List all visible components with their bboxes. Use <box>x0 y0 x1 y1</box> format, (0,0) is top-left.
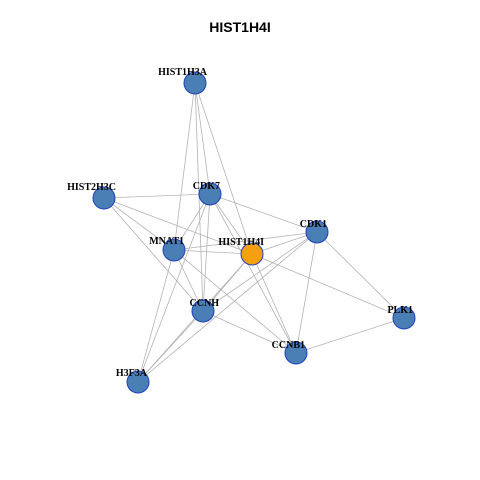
node-circle[interactable] <box>162 238 186 262</box>
edge-hist1h4i-plk1 <box>251 253 405 319</box>
node-hist2h3c[interactable]: HIST2H3C <box>67 182 116 210</box>
node-mnat1[interactable]: MNAT1 <box>149 236 186 262</box>
node-plk1[interactable]: PLK1 <box>387 305 416 330</box>
edge-cdk7-ccnb1 <box>209 193 297 354</box>
edge-cdk7-h3f3a <box>137 193 211 383</box>
node-ccnh[interactable]: CCNH <box>190 298 220 323</box>
node-circle[interactable] <box>191 299 215 323</box>
node-circle[interactable] <box>284 341 308 365</box>
edge-ccnh-h3f3a <box>137 310 204 383</box>
edge-hist1h4i-ccnb1 <box>251 253 297 354</box>
node-hist1h4i[interactable]: HIST1H4I <box>218 237 264 266</box>
node-h3f3a[interactable]: H3F3A <box>116 368 150 394</box>
node-circle[interactable] <box>183 71 207 95</box>
node-circle[interactable] <box>92 186 116 210</box>
node-label: H3F3A <box>116 368 148 379</box>
node-label: HIST1H3A <box>158 67 208 78</box>
node-hist1h3a[interactable]: HIST1H3A <box>158 67 208 95</box>
edge-hist1h3a-hist1h4i <box>194 82 253 255</box>
edge-hist2h3c-hist1h4i <box>103 197 253 255</box>
edge-cdk7-hist1h4i <box>209 193 253 255</box>
node-circle[interactable] <box>392 306 416 330</box>
edge-hist2h3c-mnat1 <box>103 197 175 251</box>
edge-hist2h3c-cdk7 <box>103 193 211 199</box>
node-cdk1[interactable]: CDK1 <box>300 219 329 244</box>
edge-cdk7-ccnh <box>202 193 211 312</box>
node-ccnb1[interactable]: CCNB1 <box>272 340 308 365</box>
node-label: HIST2H3C <box>67 182 116 193</box>
edge-cdk1-ccnb1 <box>295 231 318 354</box>
node-label: PLK1 <box>387 305 413 316</box>
edge-layer <box>103 82 405 383</box>
edge-mnat1-hist1h4i <box>173 249 253 255</box>
node-label: CDK1 <box>300 219 327 230</box>
node-label: MNAT1 <box>149 236 184 247</box>
edge-mnat1-h3f3a <box>137 249 175 383</box>
edge-mnat1-ccnb1 <box>173 249 297 354</box>
edge-cdk1-mnat1 <box>173 231 318 251</box>
edge-hist2h3c-ccnh <box>103 197 204 312</box>
node-label: CDK7 <box>193 181 220 192</box>
edge-plk1-ccnb1 <box>295 317 405 354</box>
chart-title: HIST1H4I <box>209 19 271 35</box>
node-circle[interactable] <box>126 370 150 394</box>
edge-cdk1-h3f3a <box>137 231 318 383</box>
node-label: CCNH <box>190 298 220 309</box>
edge-hist1h3a-cdk7 <box>194 82 211 195</box>
node-circle[interactable] <box>240 242 264 266</box>
edge-ccnh-ccnb1 <box>202 310 297 354</box>
node-label: HIST1H4I <box>218 237 264 248</box>
node-circle[interactable] <box>305 220 329 244</box>
node-label: CCNB1 <box>272 340 305 351</box>
edge-hist1h3a-mnat1 <box>173 82 196 251</box>
node-cdk7[interactable]: CDK7 <box>193 181 222 206</box>
edge-cdk1-plk1 <box>316 231 405 319</box>
edge-cdk7-cdk1 <box>209 193 318 233</box>
node-circle[interactable] <box>198 182 222 206</box>
